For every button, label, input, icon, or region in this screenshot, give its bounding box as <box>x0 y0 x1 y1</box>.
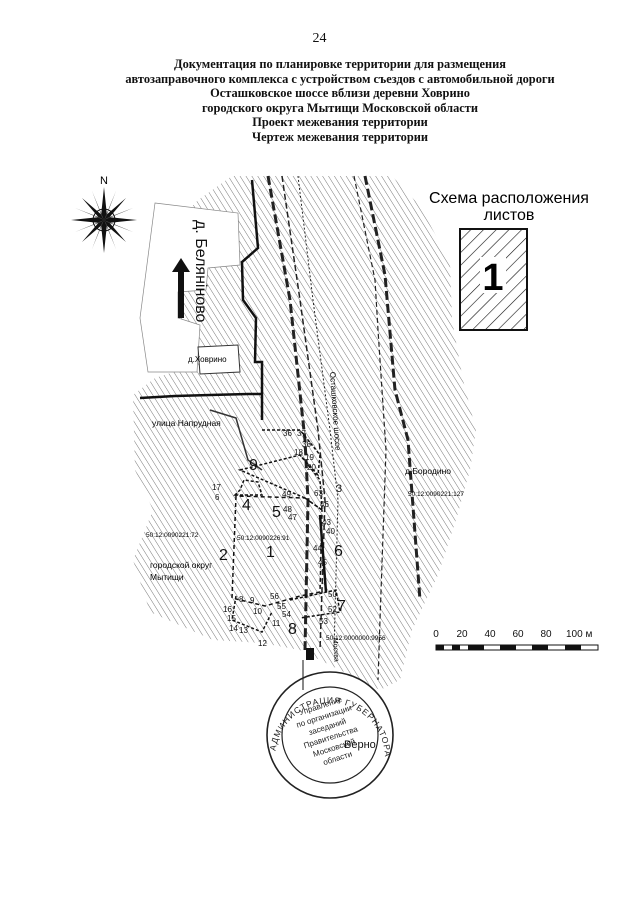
boundary-line <box>139 392 262 400</box>
point-label: 10 <box>253 607 262 616</box>
point-label: 17 <box>212 483 221 492</box>
scale-tick-label: 100 м <box>566 629 592 640</box>
point-label: 55 <box>277 602 286 611</box>
point-label: 19 <box>305 453 314 462</box>
scale-tick-label: 20 <box>456 629 468 640</box>
point-label: 14 <box>229 624 238 633</box>
zone-label: 6 <box>334 543 343 560</box>
point-labels: 17 6 49 63 48 46 47 43 44 45 40 18 19 20… <box>212 429 337 648</box>
zone-label: 8 <box>288 621 297 638</box>
point-label: 44 <box>313 544 322 553</box>
point-label: 47 <box>288 513 297 522</box>
zone-label: 3 <box>336 483 342 495</box>
point-label: 20 <box>307 463 316 472</box>
village-belyaninovo-label: д. Белянiново <box>192 220 209 323</box>
sheet-number-bg <box>480 257 506 293</box>
title-line: городского округа Мытищи Московской обла… <box>201 100 479 115</box>
stamp-verno: Верно <box>344 739 376 751</box>
sheet-number: 1 <box>482 257 503 299</box>
point-label: 8 <box>239 595 244 604</box>
cadastral-number: 50:12:0090221:72 <box>146 532 199 539</box>
sheet-scheme-title-line2: листов <box>484 207 535 224</box>
point-label: 56 <box>270 592 279 601</box>
point-label: 36 <box>283 429 292 438</box>
point-label: 43 <box>322 518 331 527</box>
title-line: автозаправочного комплекса с устройством… <box>125 71 555 86</box>
point-label: 54 <box>282 610 291 619</box>
point-label: 15 <box>227 614 236 623</box>
title-line: Документация по планировке территории дл… <box>174 57 506 71</box>
point-label: 49 <box>282 490 291 499</box>
point-label: 38 <box>302 440 311 449</box>
point-label: 63 <box>314 489 323 498</box>
scale-tick-label: 80 <box>540 629 552 640</box>
village-khovrino-label: д.Ховрино <box>188 355 227 364</box>
scale-tick-label: 40 <box>484 629 496 640</box>
scale-tick-label: 0 <box>433 629 439 640</box>
point-label: 46 <box>320 500 329 509</box>
compass-north-label: N <box>100 175 108 187</box>
point-label: 52 <box>328 605 337 614</box>
point-label: 11 <box>272 619 281 628</box>
road-end-marker <box>306 648 314 660</box>
zone-label: 9 <box>249 457 258 474</box>
scale-bar: 0 20 40 60 80 100 м <box>433 629 599 651</box>
title-line: Чертеж межевания территории <box>251 129 428 144</box>
page-number: 24 <box>312 31 327 46</box>
document-title: Документация по планировке территории дл… <box>60 57 620 145</box>
point-label: 50 <box>328 590 337 599</box>
point-label: 16 <box>223 605 232 614</box>
direction-arrow <box>172 258 190 318</box>
naprudnaya-street-label: улица Напрудная <box>152 418 221 428</box>
point-label: 40 <box>326 527 335 536</box>
point-label: 12 <box>258 639 267 648</box>
city-district-label-line2: Мытищи <box>150 572 184 582</box>
title-line: Осташковское шоссе вблизи деревни Ховрин… <box>210 86 470 101</box>
scale-tick-label: 60 <box>512 629 524 640</box>
sheet-scheme-title-line1: Схема расположения <box>429 190 589 207</box>
zone-labels: 1 2 4 5 6 7 8 9 3 <box>219 457 346 638</box>
zone-label: 1 <box>266 544 275 561</box>
plot-boundary-main <box>240 179 264 420</box>
cadastral-number: 50:12:0090221:127 <box>408 491 464 498</box>
point-label: 13 <box>239 626 248 635</box>
zone-label: 7 <box>337 598 346 615</box>
cadastral-number: 50:12:0000000:9956 <box>326 635 386 642</box>
hatched-territory <box>133 176 476 690</box>
zone-label: 2 <box>219 547 228 564</box>
compass-rose: N <box>71 175 137 253</box>
cadastral-number: 50:12:0090226:91 <box>237 535 290 542</box>
zone-label: 5 <box>272 504 281 521</box>
city-district-label-line1: городской округ <box>150 560 212 570</box>
point-label: 18 <box>294 448 303 457</box>
point-label: 53 <box>319 617 328 626</box>
ostashkovskoe-highway <box>266 175 422 681</box>
moscow-direction-label: Москва <box>331 638 340 662</box>
zone-label: 4 <box>242 497 251 514</box>
point-label: 37 <box>297 429 306 438</box>
khovrino-plot <box>197 344 241 375</box>
parcel-outlines <box>231 429 341 633</box>
point-label: 9 <box>250 596 255 605</box>
village-borodino-label: д.Бородино <box>405 466 451 476</box>
title-line: Проект межевания территории <box>252 115 428 130</box>
point-label: 48 <box>283 505 292 514</box>
point-label: 45 <box>318 558 327 567</box>
point-label: 6 <box>215 493 220 502</box>
naprudnaya-street <box>209 409 263 471</box>
